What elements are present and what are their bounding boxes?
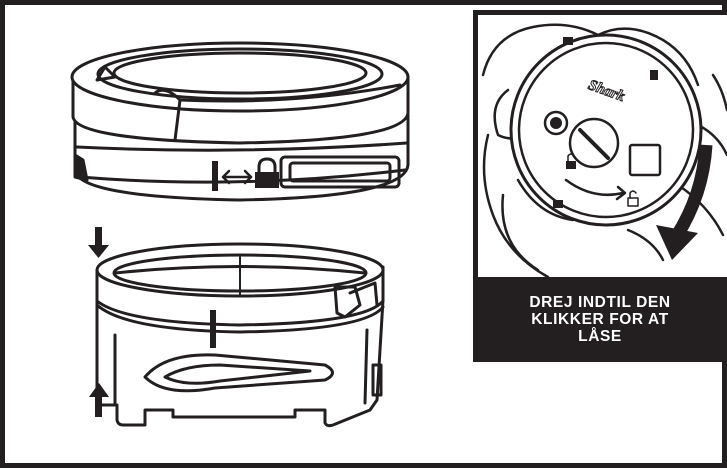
down-arrow-icon: [88, 227, 109, 258]
unlock-bar-icon: [212, 161, 218, 191]
instruction-caption: DREJ INDTIL DEN KLIKKER FOR AT LÅSE: [473, 277, 727, 362]
filter-assembly-illustration: [5, 5, 470, 473]
dust-cup: [97, 244, 383, 426]
instruction-inset: Shark DREJ INDTIL DEN KLIKKER FOR AT LÅS…: [473, 10, 727, 362]
caption-line-3: LÅSE: [578, 328, 622, 345]
filter-cap: [72, 43, 408, 200]
inset-photo: Shark: [478, 15, 727, 277]
caption-line-1: DREJ INDTIL DEN: [529, 294, 670, 311]
caption-line-2: KLIKKER FOR AT: [531, 311, 669, 328]
